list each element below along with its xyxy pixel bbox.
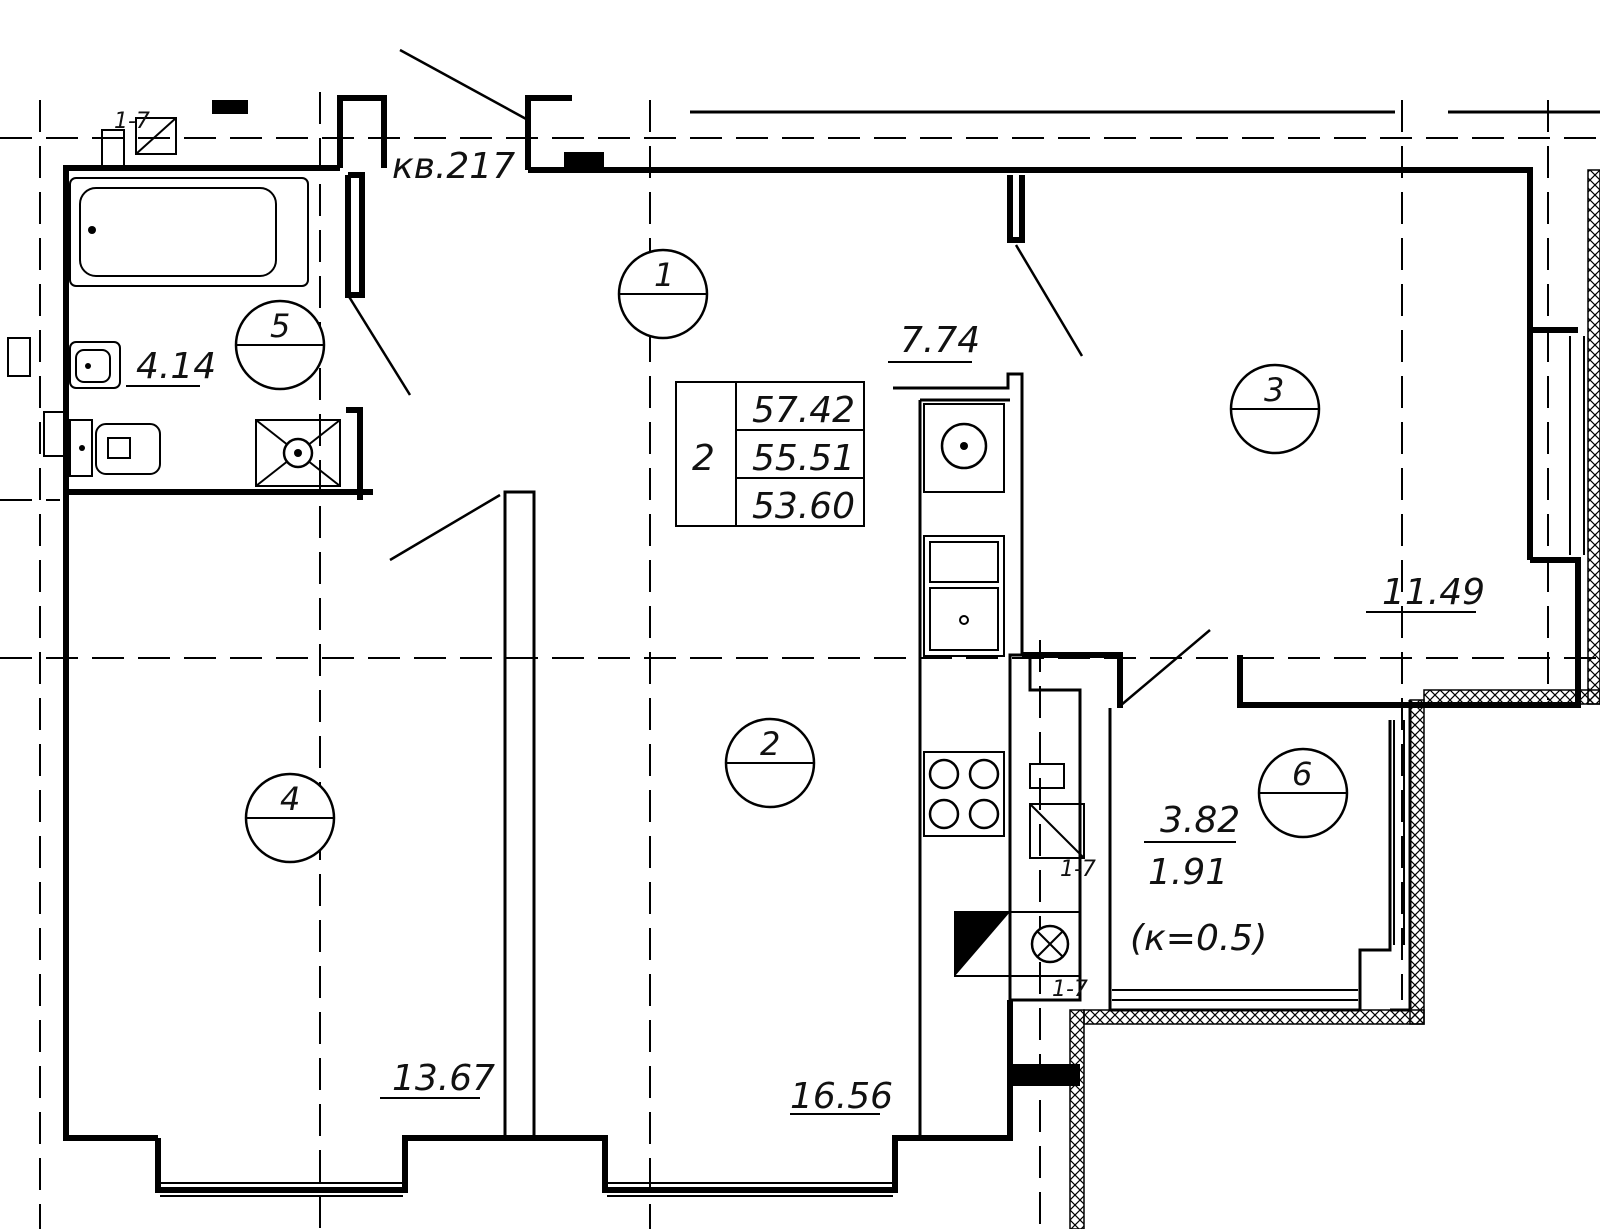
- room-marker-4-label: 4: [280, 780, 300, 818]
- washbasin: [69, 341, 121, 389]
- room-4-area: 13.67: [392, 1058, 495, 1099]
- rooms-count: 2: [692, 438, 715, 479]
- riser-shaft: [1009, 763, 1085, 977]
- area-living: 53.60: [752, 486, 855, 527]
- room-3-area: 11.49: [1382, 572, 1485, 613]
- riser-label-bottom: 1-7: [1052, 977, 1088, 1002]
- windows: [160, 100, 1585, 1197]
- riser-label-mid: 1-7: [1060, 857, 1096, 882]
- riser-label-top: 1-7: [114, 109, 150, 134]
- door-swings: [346, 48, 1211, 707]
- area-total: 57.42: [752, 390, 855, 431]
- room-5-area: 4.14: [136, 346, 216, 387]
- kitchen-stove: [923, 751, 1005, 837]
- interior-walls: [66, 172, 1412, 1138]
- hatched-walls: [1069, 169, 1600, 1229]
- ventilation-shaft: [954, 911, 1011, 977]
- room-6-area: 3.82: [1160, 800, 1240, 841]
- kitchen-sink: [923, 535, 1005, 657]
- room-6-coefficient: (к=0.5): [1130, 918, 1267, 959]
- area-living-with-balcony: 55.51: [752, 438, 855, 479]
- room-6-area-reduced: 1.91: [1148, 852, 1228, 893]
- room-marker-1: 1: [617, 248, 709, 340]
- room-2-area: 16.56: [790, 1076, 893, 1117]
- room-1-area: 7.74: [900, 320, 980, 361]
- room-marker-4: 4: [244, 772, 336, 864]
- riser-labels: 1-7 1-7 1-7: [114, 109, 1096, 1002]
- toilet: [69, 419, 161, 477]
- room-marker-6-label: 6: [1292, 755, 1312, 793]
- bathtub: [69, 177, 309, 287]
- kitchen-washer: [923, 403, 1005, 493]
- exterior-walls: [63, 95, 1600, 1193]
- room-marker-2-label: 2: [760, 725, 780, 763]
- room-marker-5-label: 5: [270, 307, 290, 345]
- left-wall-fittings: [7, 337, 65, 457]
- area-table: 2 57.42 55.51 53.60: [675, 381, 865, 527]
- room-marker-1-label: 1: [654, 256, 674, 294]
- apartment-label: кв.217: [392, 146, 515, 187]
- room-marker-5: 5: [234, 299, 326, 391]
- room-marker-2: 2: [724, 717, 816, 809]
- shower-tray: [255, 419, 341, 487]
- room-marker-3: 3: [1229, 363, 1321, 455]
- room-marker-3-label: 3: [1264, 371, 1284, 409]
- room-areas: 7.74 16.56 11.49 13.67 4.14 3.82 1.91 (к…: [126, 320, 1485, 1117]
- riser-top: [101, 117, 177, 167]
- axis-lines: [0, 92, 1600, 1229]
- room-marker-6: 6: [1257, 747, 1349, 839]
